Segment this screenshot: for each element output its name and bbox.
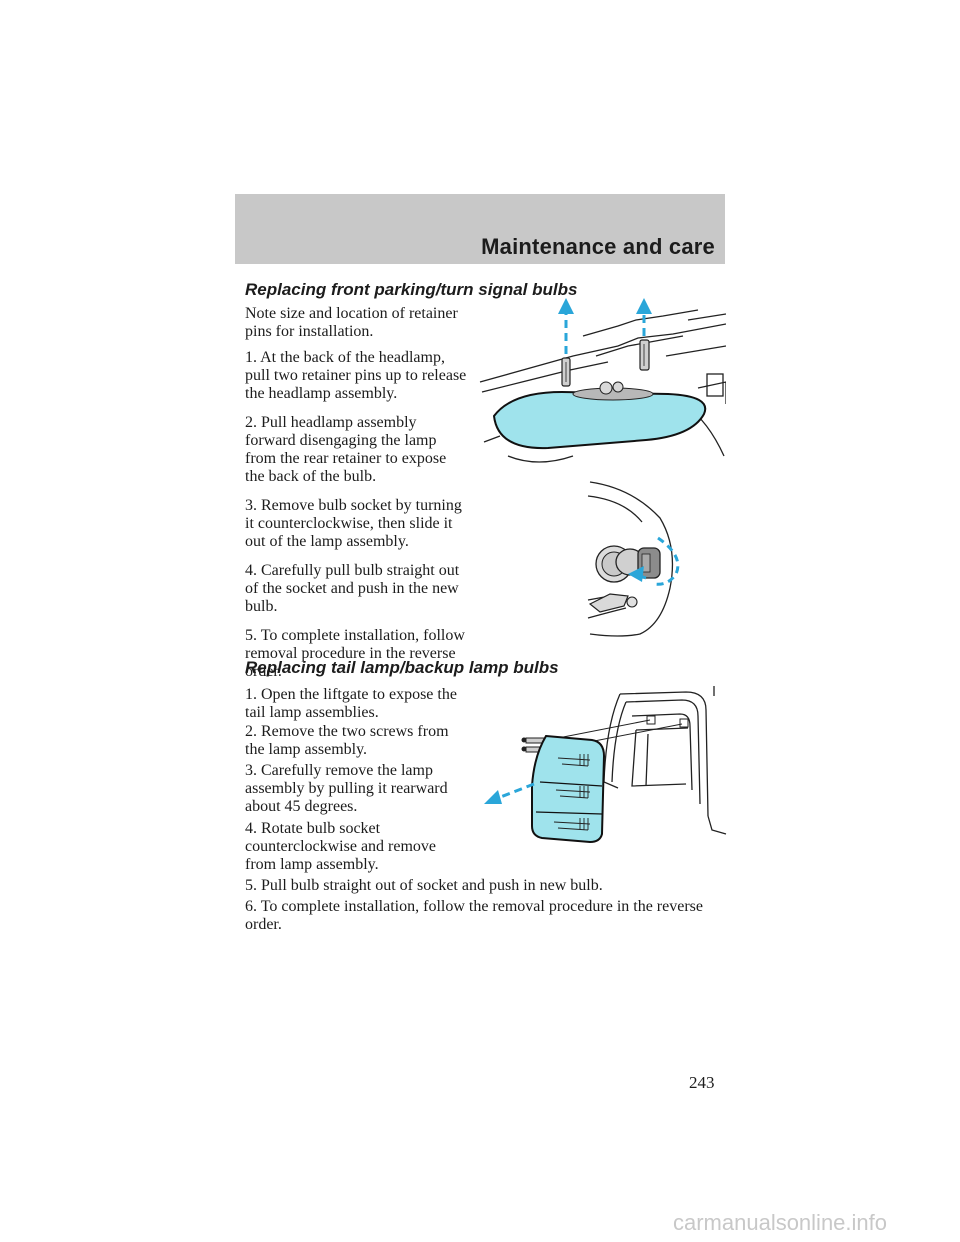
- section-heading-front-bulbs: Replacing front parking/turn signal bulb…: [245, 280, 578, 299]
- paragraph-tail-step-1: 1. Open the liftgate to expose the tail …: [245, 686, 457, 721]
- paragraph-tail-step-4: 4. Rotate bulb socket counterclockwise a…: [245, 820, 437, 873]
- page-number: 243: [689, 1073, 715, 1092]
- section-heading-tail-lamp: Replacing tail lamp/backup lamp bulbs: [245, 658, 559, 677]
- paragraph-step-3: 3. Remove bulb socket by turning it coun…: [245, 497, 462, 550]
- tail-lamp-figure: [484, 686, 727, 844]
- header-band: Maintenance and care: [235, 194, 725, 264]
- paragraph-step-5: 5. To complete installation, follow remo…: [245, 627, 465, 680]
- paragraph-tail-step-2: 2. Remove the two screws from the lamp a…: [245, 723, 449, 758]
- page-section-title: Maintenance and care: [481, 234, 715, 259]
- paragraph-tail-step-6: 6. To complete installation, follow the …: [245, 898, 703, 933]
- bulb-socket-figure: [587, 481, 680, 637]
- paragraph-step-1: 1. At the back of the headlamp, pull two…: [245, 349, 467, 402]
- paragraph-step-2: 2. Pull headlamp assembly forward diseng…: [245, 414, 447, 485]
- paragraph-tail-step-3: 3. Carefully remove the lamp assembly by…: [245, 762, 448, 815]
- paragraph-step-4: 4. Carefully pull bulb straight out of t…: [245, 562, 460, 615]
- footer-watermark: carmanualsonline.info: [600, 1204, 960, 1242]
- headlamp-retainer-figure: [479, 298, 726, 463]
- paragraph-tail-step-5: 5. Pull bulb straight out of socket and …: [245, 877, 603, 894]
- paragraph-note: Note size and location of retainer pins …: [245, 305, 458, 340]
